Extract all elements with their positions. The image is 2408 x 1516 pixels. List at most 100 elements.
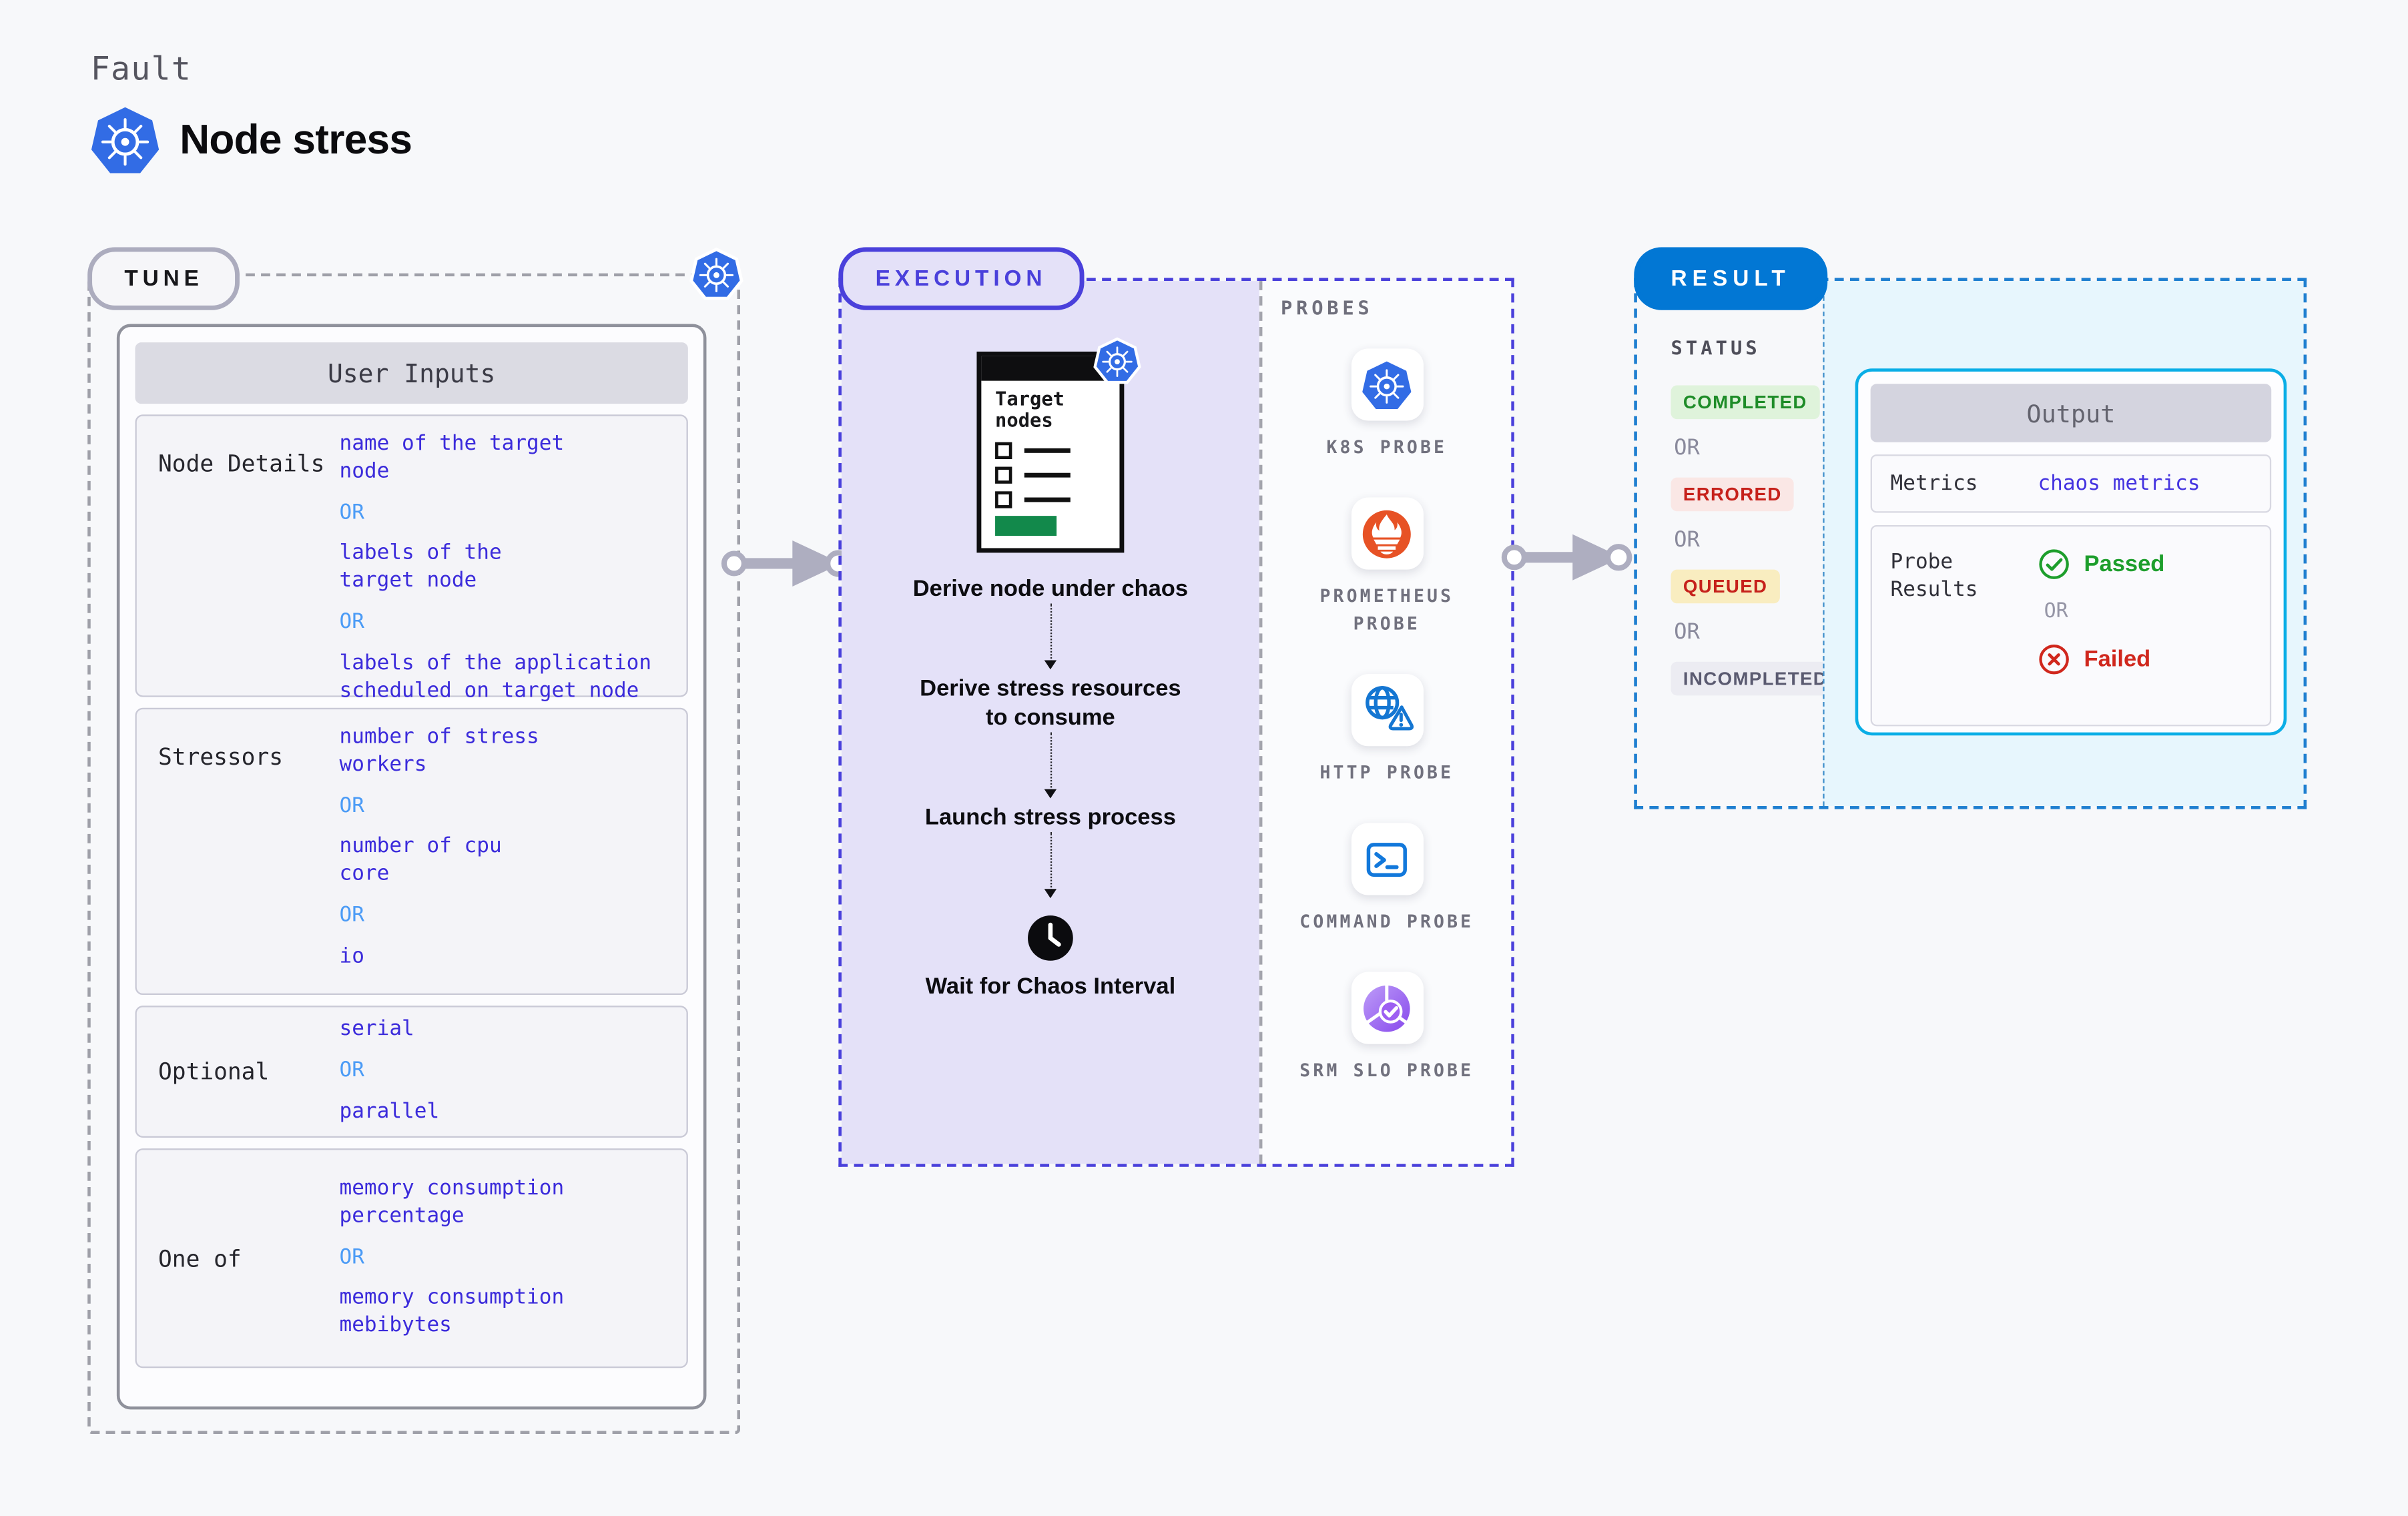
probe-results-label: Probe Results — [1890, 549, 1978, 603]
input-value: memory consumption mebibytes — [339, 1285, 565, 1338]
checkbox-icon — [995, 491, 1012, 508]
input-value: serial — [339, 1016, 414, 1042]
kubernetes-icon — [1361, 359, 1413, 410]
metrics-label: Metrics — [1890, 471, 1978, 496]
probe-results-row: Probe Results Passed OR — [1870, 524, 2272, 727]
or-label: OR — [339, 500, 364, 525]
or-label: OR — [339, 1058, 364, 1083]
row-label: Optional — [158, 1058, 270, 1086]
status-label: STATUS — [1671, 336, 1761, 360]
checkbox-icon — [995, 466, 1012, 484]
probe-label: COMMAND PROBE — [1299, 910, 1474, 932]
status-badge: INCOMPLETED — [1671, 661, 1840, 696]
or-label: OR — [1674, 436, 1700, 461]
flow-connector — [1044, 832, 1057, 905]
step-derive-node: Derive node under chaos — [912, 575, 1189, 602]
metrics-row: Metrics chaos metrics — [1870, 454, 2272, 513]
execution-flow-area: Target nodes Derive node under chaos Der… — [841, 281, 1259, 1164]
kubernetes-icon — [89, 103, 161, 178]
input-value: labels of the target node — [339, 540, 502, 593]
user-inputs-header: User Inputs — [135, 342, 688, 404]
probe-prometheus: PROMETHEUS PROBE — [1290, 498, 1484, 637]
status-badge-completed: COMPLETED — [1671, 385, 1820, 420]
step-wait-interval: Wait for Chaos Interval — [925, 974, 1176, 1000]
target-nodes-title: Target nodes — [995, 386, 1065, 432]
status-badge: COMPLETED — [1671, 385, 1823, 420]
status-badge-queued: QUEUED — [1671, 569, 1780, 604]
probes-panel: PROBES K8S PROBE — [1259, 281, 1512, 1164]
tune-pill: TUNE — [87, 247, 241, 310]
flow-arrow-icon — [1499, 530, 1634, 585]
command-probe-icon — [1366, 841, 1407, 876]
execution-pill: EXECUTION — [838, 247, 1084, 310]
probe-label: SRM SLO PROBE — [1299, 1060, 1474, 1082]
or-label: OR — [339, 609, 364, 635]
input-value: labels of the application scheduled on t… — [339, 651, 652, 703]
flow-connector — [1044, 732, 1057, 804]
line-icon — [1024, 497, 1071, 502]
input-value: number of cpu core — [339, 834, 502, 887]
step-derive-stress: Derive stress resources to consume — [920, 676, 1181, 731]
status-badge: ERRORED — [1671, 477, 1823, 512]
step-launch-stress: Launch stress process — [924, 804, 1176, 831]
probes-label: PROBES — [1281, 296, 1374, 320]
row-label: Node Details — [158, 450, 325, 478]
arrow-down-icon — [1044, 889, 1057, 905]
probe-label: HTTP PROBE — [1319, 761, 1454, 783]
flow-arrow-icon — [719, 536, 854, 591]
execution-section: Target nodes Derive node under chaos Der… — [838, 278, 1514, 1167]
passed-result: Passed — [2038, 548, 2164, 580]
or-label: OR — [1674, 620, 1700, 645]
kubernetes-icon — [689, 246, 743, 302]
input-value: memory consumption percentage — [339, 1176, 565, 1228]
srm-slo-probe-icon — [1364, 984, 1410, 1032]
progress-bar — [995, 516, 1057, 536]
http-probe-icon — [1366, 686, 1414, 731]
probe-k8s: K8S PROBE — [1290, 348, 1484, 461]
result-pill: RESULT — [1634, 247, 1828, 310]
failed-result: Failed — [2038, 643, 2164, 675]
status-badge-incompleted: INCOMPLETED — [1671, 661, 1840, 696]
metrics-value: chaos metrics — [2038, 471, 2200, 496]
arrow-down-icon — [1044, 661, 1057, 676]
check-circle-icon — [2039, 549, 2069, 579]
probe-list: K8S PROBE PROMETHEUS PROBE — [1262, 348, 1511, 1084]
execution-flow: Target nodes Derive node under chaos Der… — [842, 281, 1259, 1002]
or-label: OR — [339, 903, 364, 927]
arrow-down-icon — [1044, 789, 1057, 804]
user-inputs-table: User Inputs Node Details name of the targ… — [116, 324, 707, 1410]
page-title: Node stress — [180, 116, 412, 163]
checkbox-icon — [995, 442, 1012, 460]
probe-srm-slo: SRM SLO PROBE — [1290, 972, 1484, 1085]
or-label: OR — [2044, 600, 2068, 624]
flow-connector — [1044, 603, 1057, 676]
output-area: Output Metrics chaos metrics Probe Resul… — [1823, 281, 2304, 807]
probe-label: K8S PROBE — [1326, 436, 1448, 458]
node-checklist — [981, 432, 1119, 508]
x-circle-icon — [2039, 645, 2069, 675]
or-label: OR — [339, 793, 364, 818]
result-section: STATUS COMPLETED OR ERRORED OR QUEUED OR INCOM… — [1634, 278, 2307, 809]
line-icon — [1024, 473, 1071, 478]
input-value: number of stress workers — [339, 725, 539, 777]
kubernetes-icon — [1093, 336, 1141, 386]
input-value: io — [339, 943, 364, 969]
line-icon — [1024, 448, 1071, 453]
tune-section — [87, 273, 741, 1435]
status-badge: QUEUED — [1671, 569, 1823, 604]
input-value: name of the target node — [339, 431, 565, 484]
row-label: One of — [158, 1244, 242, 1272]
probe-command: COMMAND PROBE — [1290, 823, 1484, 935]
or-label: OR — [339, 1244, 364, 1270]
output-header: Output — [1870, 384, 2272, 442]
row-label: Stressors — [158, 743, 284, 771]
